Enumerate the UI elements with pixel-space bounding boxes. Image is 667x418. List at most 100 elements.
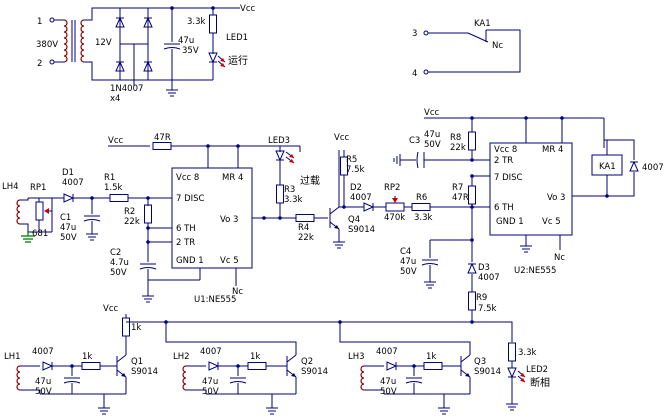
r3-value: 3.3k [284, 195, 303, 205]
u1-vcc-pin: Vcc 8 [176, 173, 199, 183]
r9-label: R9 [476, 293, 487, 303]
u1-mr-pin: MR 4 [222, 173, 243, 183]
u1-nc-label: Nc [232, 287, 243, 297]
r9-value: 7.5k [478, 304, 497, 314]
led3-label: LED3 [268, 136, 290, 146]
power-supply-section: 1 2 380V 12V 1N4007 x4 47u 35V 3.3k LED1… [36, 4, 255, 104]
u2-nc-label: Nc [554, 253, 565, 263]
filter-cap-value: 47u [178, 36, 194, 46]
ch3-diode-value: 4007 [376, 347, 398, 357]
u2-disc-pin: 7 DISC [494, 173, 523, 183]
lh4-probe-label: LH4 [2, 182, 19, 192]
c4-value: 47u [400, 257, 416, 267]
u1-vo-pin: Vo 3 [220, 215, 238, 225]
u2-gnd-pin: GND 1 [496, 217, 524, 227]
u2-mr-pin: MR 4 [542, 145, 563, 155]
vcc-label: Vcc [240, 4, 255, 14]
ch3-cap-voltage: 50V [380, 387, 397, 397]
u2-tr-pin: 2 TR [494, 156, 513, 166]
r5-label: R5 [346, 155, 357, 165]
terminal-1-label: 1 [37, 17, 42, 27]
q1-type: S9014 [131, 367, 158, 377]
rp2-label: RP2 [384, 183, 400, 193]
ch3-cap-value: 47u [380, 377, 396, 387]
c2-value: 4.7u [110, 258, 129, 268]
d2-value: 4007 [350, 193, 372, 203]
r4-label: R4 [298, 223, 309, 233]
q3-type: S9014 [474, 367, 501, 377]
d1-label: D1 [62, 168, 74, 178]
led1-label: LED1 [226, 33, 248, 43]
ch1-res-value: 1k [82, 352, 92, 362]
ch3-res-value: 1k [426, 352, 436, 362]
lh3-probe-label: LH3 [348, 352, 365, 362]
c2-voltage: 50V [110, 268, 127, 278]
rp1-value: 681 [32, 229, 48, 239]
primary-voltage-label: 380V [36, 40, 58, 50]
u2-vcc-pin: Vcc 8 [494, 145, 517, 155]
u1-ne555-chip [171, 167, 253, 269]
lh1-probe-label: LH1 [4, 352, 21, 362]
c4-voltage: 50V [400, 267, 417, 277]
u2-vc-pin: Vc 5 [542, 217, 561, 227]
c1-value: 47u [60, 223, 76, 233]
middle-vcc-label: Vcc [334, 133, 349, 143]
transformer-secondary-coil [80, 19, 85, 63]
u1-vcc-label: Vcc [108, 136, 123, 146]
relay-diode-value: 4007 [642, 163, 664, 173]
bridge-diode-qty: x4 [110, 94, 120, 104]
timer1-section: Vcc 47R LH4 RP1 681 D1 4007 R1 1.5k C1 4… [2, 133, 300, 305]
led1-diode [208, 52, 218, 63]
ch2-cap-voltage: 50V [202, 387, 219, 397]
ch2-res-value: 1k [250, 352, 260, 362]
u1-th-pin: 6 TH [176, 224, 196, 234]
r5-value: 7.5k [346, 165, 365, 175]
led2-label: LED2 [526, 365, 548, 375]
q1-label: Q1 [131, 357, 143, 367]
sensor-channel-1: LH1 4007 47u 50V 1k Q1 S9014 [4, 346, 158, 415]
ch2-cap-value: 47u [202, 377, 218, 387]
overload-section: LED3 过载 R3 3.3k R4 22k Q4 S9014 Vcc R5 7… [252, 133, 478, 249]
ch1-diode-value: 4007 [32, 347, 54, 357]
ground-symbol [165, 85, 179, 97]
sensor-vcc-label: Vcc [103, 304, 118, 314]
u1-chip-name: U1:NE555 [194, 295, 236, 305]
u1-vc-pin: Vc 5 [220, 256, 239, 266]
r2-value: 22k [124, 217, 140, 227]
u1-tr-pin: 2 TR [176, 238, 195, 248]
u2-th-pin: 6 TH [494, 203, 514, 213]
ch1-cap-value: 47u [35, 377, 51, 387]
c2-label: C2 [110, 248, 121, 258]
r4-value: 22k [298, 233, 314, 243]
r8-label: R8 [450, 133, 461, 143]
u2-vo-pin: Vo 3 [547, 193, 565, 203]
c1-voltage: 50V [60, 233, 77, 243]
filter-cap-voltage: 35V [182, 46, 199, 56]
r1-label: R1 [104, 173, 115, 183]
q3-label: Q3 [474, 357, 486, 367]
lh2-probe-label: LH2 [173, 352, 190, 362]
d3-value: 4007 [478, 273, 500, 283]
sensor-r-top-value: 1k [131, 323, 141, 333]
relay-terminal-4: 4 [412, 69, 417, 79]
rp1-label: RP1 [30, 183, 46, 193]
c3-voltage: 50V [424, 140, 441, 150]
u1-disc-pin: 7 DISC [176, 194, 205, 204]
terminal-2-label: 2 [37, 59, 42, 69]
supply-resistor-value: 3.3k [187, 17, 206, 27]
relay-contact-section: 3 4 KA1 Nc [412, 19, 521, 79]
c3-value: 47u [424, 130, 440, 140]
led1-note: 运行 [228, 54, 248, 67]
q2-type: S9014 [301, 367, 328, 377]
sensor-channel-2: LH2 4007 47u 50V 1k Q2 S9014 [164, 320, 328, 415]
u1-gnd-pin: GND 1 [176, 256, 204, 266]
relay-nc-label: Nc [492, 41, 503, 51]
phase-sensor-section: Vcc 1k LH1 4007 47u [4, 304, 550, 415]
r-led2-value: 3.3k [518, 348, 537, 358]
d1-value: 4007 [62, 178, 84, 188]
c1-label: C1 [60, 213, 71, 223]
r3-label: R3 [284, 185, 295, 195]
secondary-voltage-label: 12V [95, 38, 112, 48]
u2-vcc-label: Vcc [424, 108, 439, 118]
ch2-diode-value: 4007 [200, 347, 222, 357]
